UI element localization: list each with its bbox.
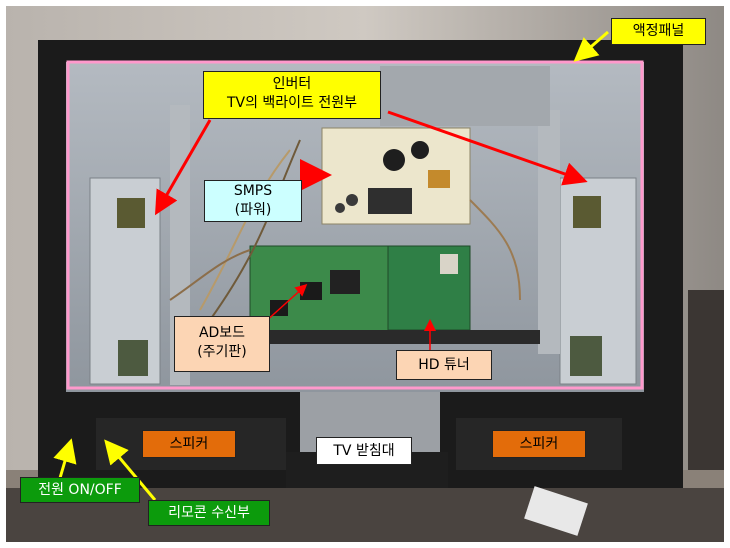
ad-chip-1: [300, 282, 322, 300]
ad-chip-2: [330, 270, 360, 294]
smps-capacitor-3: [346, 194, 358, 206]
label-speaker-right: 스피커: [492, 430, 586, 458]
smps-heatsink: [368, 188, 412, 214]
smps-coil: [428, 170, 450, 188]
label-power-switch: 전원 ON/OFF: [20, 477, 140, 503]
label-hd-tuner: HD 튜너: [396, 350, 492, 380]
left-module-bottom: [118, 340, 148, 376]
dark-right-area: [688, 290, 724, 470]
center-rail-right: [538, 110, 560, 354]
label-lcd-panel: 액정패널: [611, 18, 706, 45]
hd-tuner-chip: [440, 254, 458, 274]
bottom-bar: [250, 330, 540, 344]
arrow-power-switch: [53, 438, 77, 479]
smps-capacitor-1: [383, 149, 405, 171]
center-rail-left: [170, 105, 190, 385]
label-tv-stand: TV 받침대: [316, 437, 412, 465]
smps-capacitor-2: [411, 141, 429, 159]
label-inverter: 인버터 TV의 백라이트 전원부: [203, 71, 381, 119]
label-remote-receiver: 리모콘 수신부: [148, 500, 270, 526]
label-ad-board: AD보드 (주기판): [174, 316, 270, 372]
lcd-panel-outline: [66, 60, 644, 390]
left-module-top: [117, 198, 145, 228]
smps-capacitor-4: [335, 203, 345, 213]
right-module-bottom: [570, 336, 602, 376]
wire-2: [209, 139, 301, 321]
wire-4: [169, 249, 251, 301]
right-module-top: [573, 196, 601, 228]
arrow-ad-board: [264, 283, 308, 323]
paper: [524, 486, 588, 536]
arrow-remote-receiver: [104, 439, 157, 501]
top-plate: [380, 66, 550, 126]
arrow-inverter-left: [154, 119, 212, 216]
ad-chip-3: [270, 300, 288, 316]
wire-1: [199, 149, 291, 311]
arrow-lcd-panel: [573, 30, 609, 62]
label-speaker-left: 스피커: [142, 430, 236, 458]
wire-3: [469, 199, 521, 301]
arrow-inverter-right: [387, 110, 588, 186]
label-smps: SMPS (파워): [204, 180, 302, 222]
